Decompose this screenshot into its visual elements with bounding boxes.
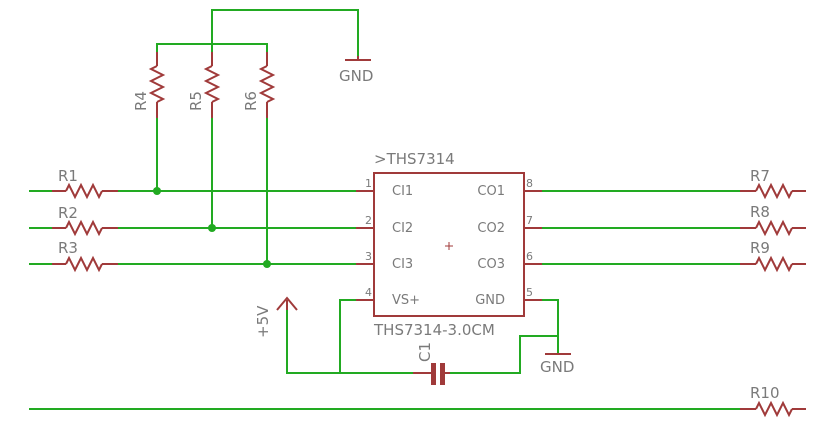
resistor-r5[interactable]: R5 — [187, 52, 221, 118]
resistor-r9-label: R9 — [750, 239, 770, 257]
resistor-r4-label: R4 — [132, 91, 150, 111]
gnd-label-bottom: GND — [540, 358, 574, 376]
pin-8-number: 8 — [526, 177, 533, 190]
chip-name: >THS7314 — [374, 150, 455, 168]
gnd-symbol-bottom: GND — [540, 353, 574, 376]
chip-ths7314[interactable]: >THS7314 THS7314-3.0CM 1 2 3 4 8 7 6 5 C… — [356, 150, 542, 339]
resistor-r2[interactable]: R2 — [52, 204, 118, 237]
pin-4-number: 4 — [365, 286, 372, 299]
pin-ci3-label: CI3 — [392, 257, 413, 272]
pin-6-number: 6 — [526, 250, 533, 263]
gnd-symbol-top: GND — [339, 56, 373, 85]
capacitor-c1[interactable]: C1 — [413, 342, 450, 385]
junction-1 — [153, 187, 161, 195]
resistor-r3[interactable]: R3 — [52, 239, 118, 273]
resistor-r8[interactable]: R8 — [740, 203, 806, 237]
resistor-r9[interactable]: R9 — [740, 239, 806, 273]
chip-body — [373, 172, 525, 317]
wire-cap-gnd — [449, 335, 559, 374]
junction-3 — [263, 260, 271, 268]
pin-ci1-label: CI1 — [392, 184, 413, 199]
resistor-r4[interactable]: R4 — [132, 52, 166, 118]
pin-ci2-label: CI2 — [392, 221, 413, 236]
pin-3-number: 3 — [365, 250, 372, 263]
resistor-r6-label: R6 — [242, 91, 260, 111]
pin-7-number: 7 — [526, 214, 533, 227]
capacitor-c1-label: C1 — [416, 342, 434, 362]
pin-1-number: 1 — [365, 177, 372, 190]
resistor-r6[interactable]: R6 — [242, 52, 276, 118]
resistor-r2-label: R2 — [58, 204, 78, 222]
pin-co1-label: CO1 — [477, 184, 505, 199]
wire-vs-pin — [339, 299, 357, 374]
resistor-r1-label: R1 — [58, 167, 78, 185]
resistor-r10-label: R10 — [750, 384, 780, 402]
pin-2-number: 2 — [365, 214, 372, 227]
pin-vs-label: VS+ — [392, 293, 420, 308]
chip-value: THS7314-3.0CM — [373, 321, 495, 339]
resistor-r1[interactable]: R1 — [52, 167, 118, 200]
resistor-r10[interactable]: R10 — [740, 384, 806, 418]
pin-5-number: 5 — [526, 286, 533, 299]
resistor-r8-label: R8 — [750, 203, 770, 221]
resistor-r7-label: R7 — [750, 167, 770, 185]
wires — [29, 9, 741, 410]
junction-2 — [208, 224, 216, 232]
wire-gnd-pin — [541, 299, 559, 353]
resistor-r3-label: R3 — [58, 239, 78, 257]
pin-co2-label: CO2 — [477, 221, 505, 236]
wire-gnd1 — [211, 9, 359, 59]
supply-5v-label: +5V — [254, 305, 272, 338]
wire-5v-net — [286, 307, 414, 374]
pin-gnd-label: GND — [475, 293, 505, 308]
resistor-r5-label: R5 — [187, 91, 205, 111]
gnd-label-top: GND — [339, 67, 373, 85]
pin-co3-label: CO3 — [477, 257, 505, 272]
supply-5v: +5V — [254, 296, 298, 338]
resistor-r7[interactable]: R7 — [740, 167, 806, 200]
